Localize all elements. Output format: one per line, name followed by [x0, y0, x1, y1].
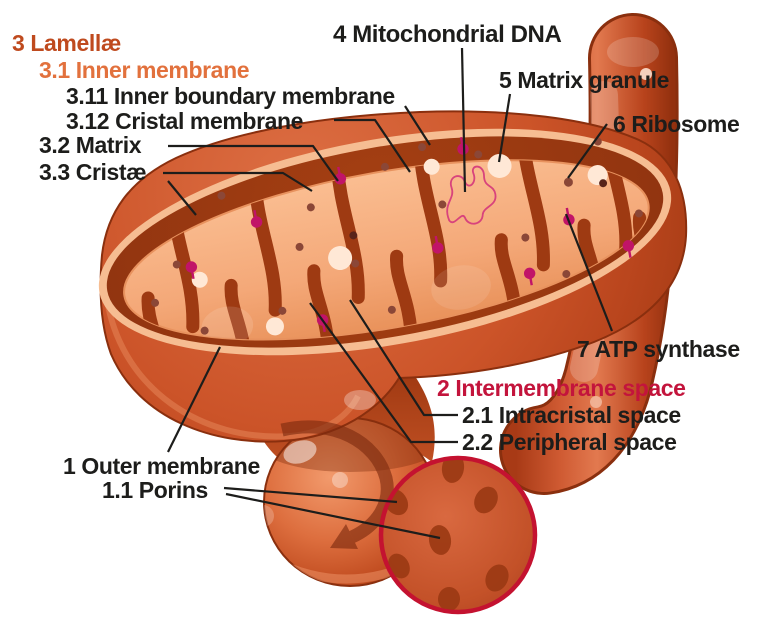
zoom-arrow-icon [280, 420, 394, 549]
tube-cap-sheen [607, 37, 659, 67]
tube-granule-dot [590, 396, 602, 408]
leader-line-matrix [168, 144, 339, 182]
leader-line-cristal-membrane [334, 118, 411, 173]
label-peripheral-space: 2.2 Peripheral space [462, 429, 676, 455]
label-intermembrane-space: 2 Intermembrane space [437, 375, 686, 401]
leader-line-cristae [163, 171, 313, 192]
label-matrix-granule: 5 Matrix granule [499, 67, 669, 93]
label-matrix: 3.2 Matrix [39, 132, 142, 158]
label-lamellae: 3 Lamellæ [12, 30, 121, 56]
label-porins: 1.1 Porins [102, 477, 208, 503]
porin-hole [437, 587, 461, 610]
porin-hole [485, 564, 509, 592]
label-ribosome: 6 Ribosome [613, 111, 739, 137]
ribosomes [151, 137, 643, 335]
leader-line-peripheral-space [309, 302, 458, 444]
tube-granule-dot [640, 68, 652, 80]
magnifier-circle [378, 455, 538, 615]
matrix-granule-dot [265, 317, 284, 336]
face-glow [201, 306, 254, 347]
ribosome-dot-labeled [563, 177, 573, 187]
matrix-granule-dot [191, 271, 208, 288]
sphere-specular [283, 440, 317, 464]
matrix-granule-dot [328, 246, 353, 271]
label-atp-synthase: 7 ATP synthase [577, 336, 740, 362]
leader-line-atp-synthase [564, 213, 614, 332]
leader-line-porins-2 [225, 492, 441, 540]
label-cristae: 3.3 Cristæ [39, 159, 146, 185]
leader-line-cristae-2 [167, 180, 197, 216]
porin-hole [428, 525, 452, 555]
cut-face [98, 126, 672, 373]
shell-lower-rim-highlight [105, 304, 361, 440]
face-glow [431, 265, 491, 310]
leader-line-outer-membrane [167, 346, 221, 453]
label-intracristal-space: 2.1 Intracristal space [462, 402, 681, 428]
shell-glow [344, 390, 376, 410]
porin-hole [474, 486, 498, 514]
porin-hole [388, 553, 410, 579]
label-inner-membrane: 3.1 Inner membrane [39, 57, 249, 83]
leader-line-porins [223, 486, 398, 504]
leader-line-mitochondrial-dna [460, 47, 467, 193]
matrix-granule-dot [423, 158, 440, 175]
leader-line-intracristal-space [349, 299, 458, 417]
label-cristal-membrane: 3.12 Cristal membrane [66, 108, 303, 134]
matrix-granule-dot [487, 153, 512, 178]
leader-line-matrix-granule [497, 93, 512, 163]
label-mitochondrial-dna: 4 Mitochondrial DNA [333, 21, 561, 48]
leader-line-ribosome [567, 123, 608, 179]
ribosomes-dark [349, 179, 608, 240]
mitochondrial-dna-squiggle [446, 165, 497, 225]
leader-line-inner-boundary-membrane [404, 105, 431, 146]
label-outer-membrane: 1 Outer membrane [63, 453, 260, 479]
mitochondrion-main-body [98, 110, 688, 443]
label-inner-boundary-membrane: 3.11 Inner boundary membrane [66, 83, 395, 109]
sphere-specular [264, 505, 274, 527]
sphere-specular [332, 472, 348, 488]
